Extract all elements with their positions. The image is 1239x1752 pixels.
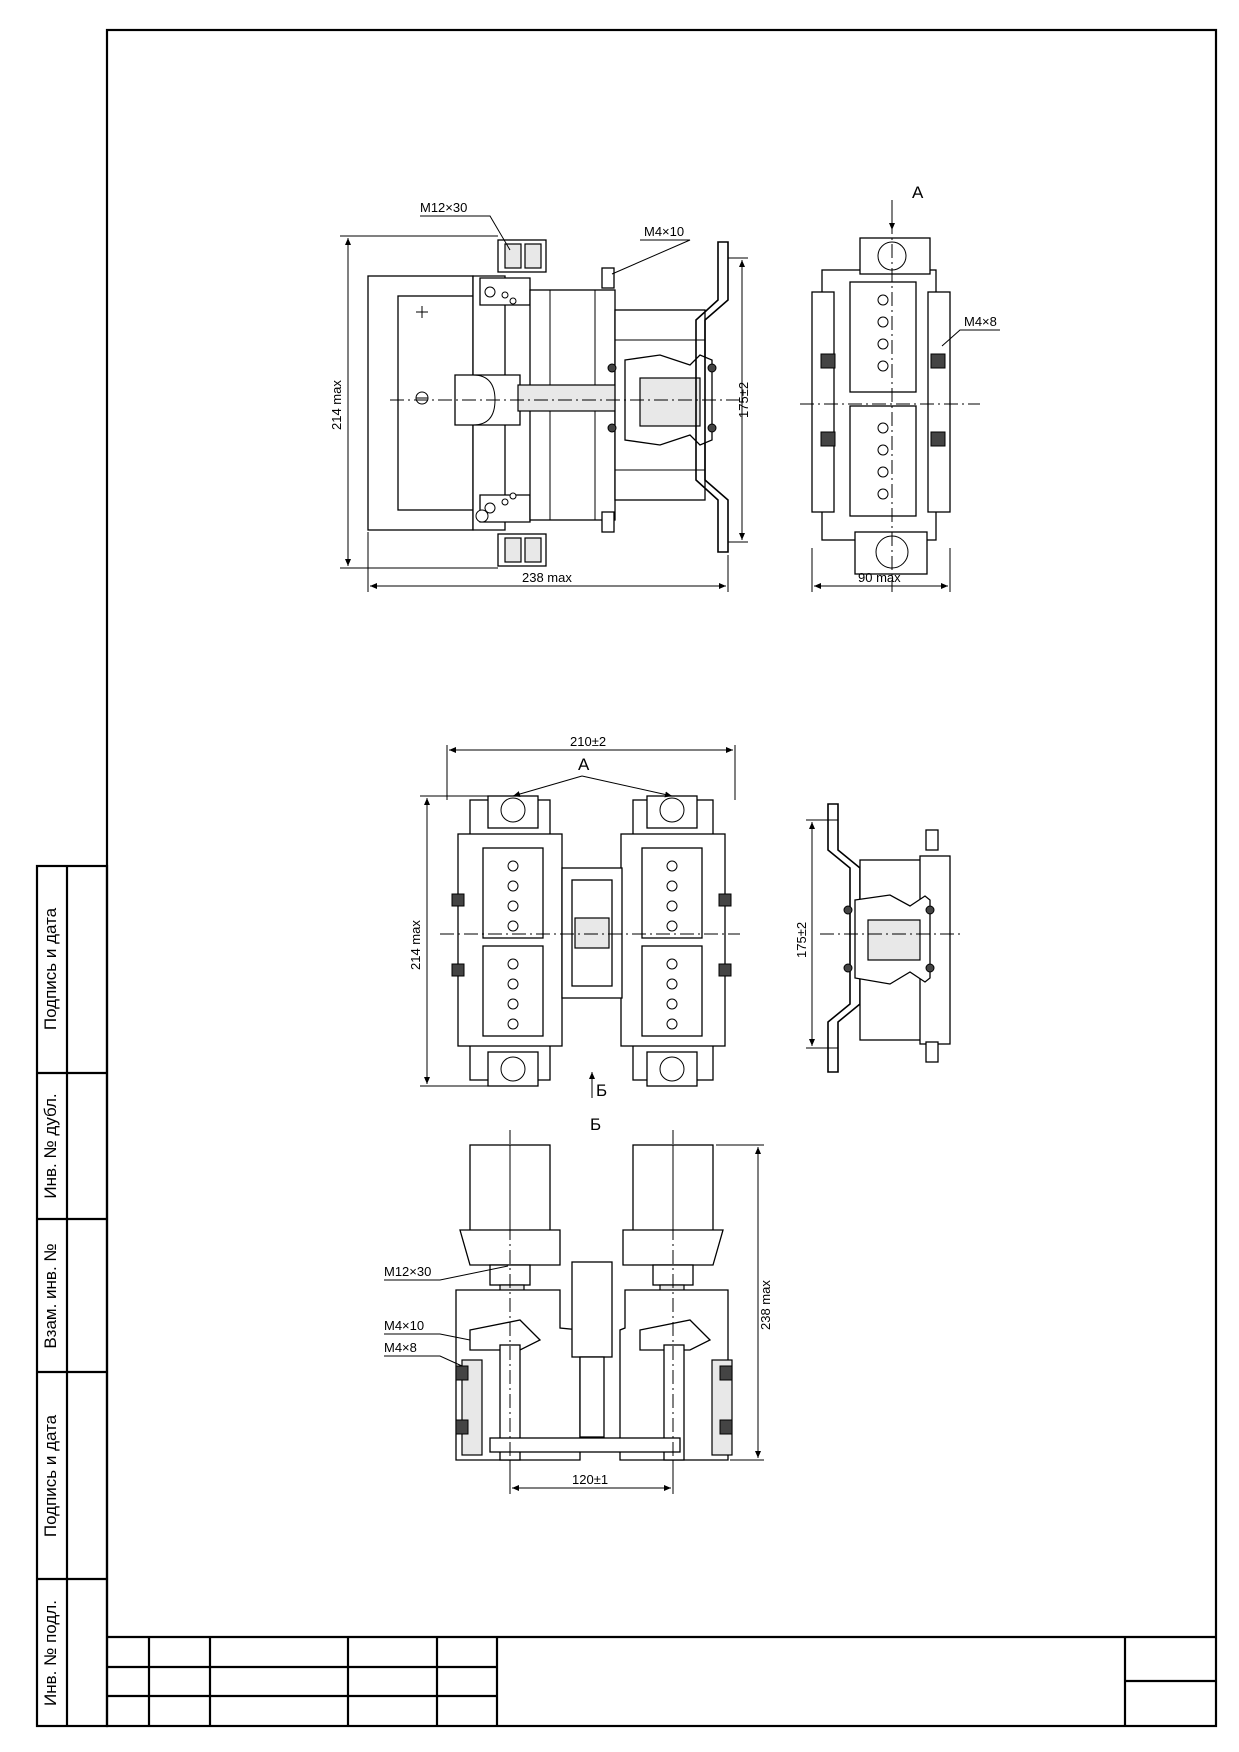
pair-top-arrow-marker: Б [596, 1081, 607, 1100]
side-stamp [35, 864, 109, 1728]
view-b-title: Б [590, 1115, 601, 1134]
stamp-cell-5: Подпись и дата [41, 907, 60, 1031]
pair-side-mount-dim: 175±2 [794, 922, 809, 958]
front-width-dim: 238 max [522, 570, 572, 585]
front-mount-dim: 175±2 [736, 382, 751, 418]
view-b-height-dim: 238 max [758, 1280, 773, 1330]
front-screw-label: M4×10 [644, 224, 684, 239]
side-a-dimensions [811, 200, 1000, 592]
pair-top-view-marker: А [578, 755, 590, 774]
pair-top-height-dim: 214 max [408, 920, 423, 970]
pair-side-dimensions [806, 819, 838, 1049]
side-a-view-marker: А [912, 183, 924, 202]
title-block [107, 1635, 1216, 1726]
pair-top-width-dim: 210±2 [570, 734, 606, 749]
side-a-width-dim: 90 max [858, 570, 901, 585]
front-view [367, 239, 740, 567]
pair-side-view [820, 803, 960, 1073]
stamp-cell-2: Подпись и дата [41, 1414, 60, 1538]
view-b [455, 1130, 733, 1480]
front-bolt-label: M12×30 [420, 200, 467, 215]
pair-top-view [440, 795, 740, 1087]
pair-top-dimensions [420, 745, 736, 1098]
view-b-screw-label-2: M4×8 [384, 1340, 417, 1355]
stamp-cell-1: Инв. № подл. [41, 1600, 60, 1706]
view-b-spacing-dim: 120±1 [572, 1472, 608, 1487]
stamp-cell-4: Инв. № дубл. [41, 1093, 60, 1199]
view-b-dimensions [384, 1144, 764, 1494]
view-b-bolt-label: M12×30 [384, 1264, 431, 1279]
side-a-screw-label: M4×8 [964, 314, 997, 329]
side-view-a [800, 220, 980, 592]
front-height-dim: 214 max [329, 380, 344, 430]
front-view-dimensions [340, 215, 748, 592]
stamp-cell-3: Взам. инв. № [41, 1243, 60, 1349]
view-b-screw-label-1: M4×10 [384, 1318, 424, 1333]
